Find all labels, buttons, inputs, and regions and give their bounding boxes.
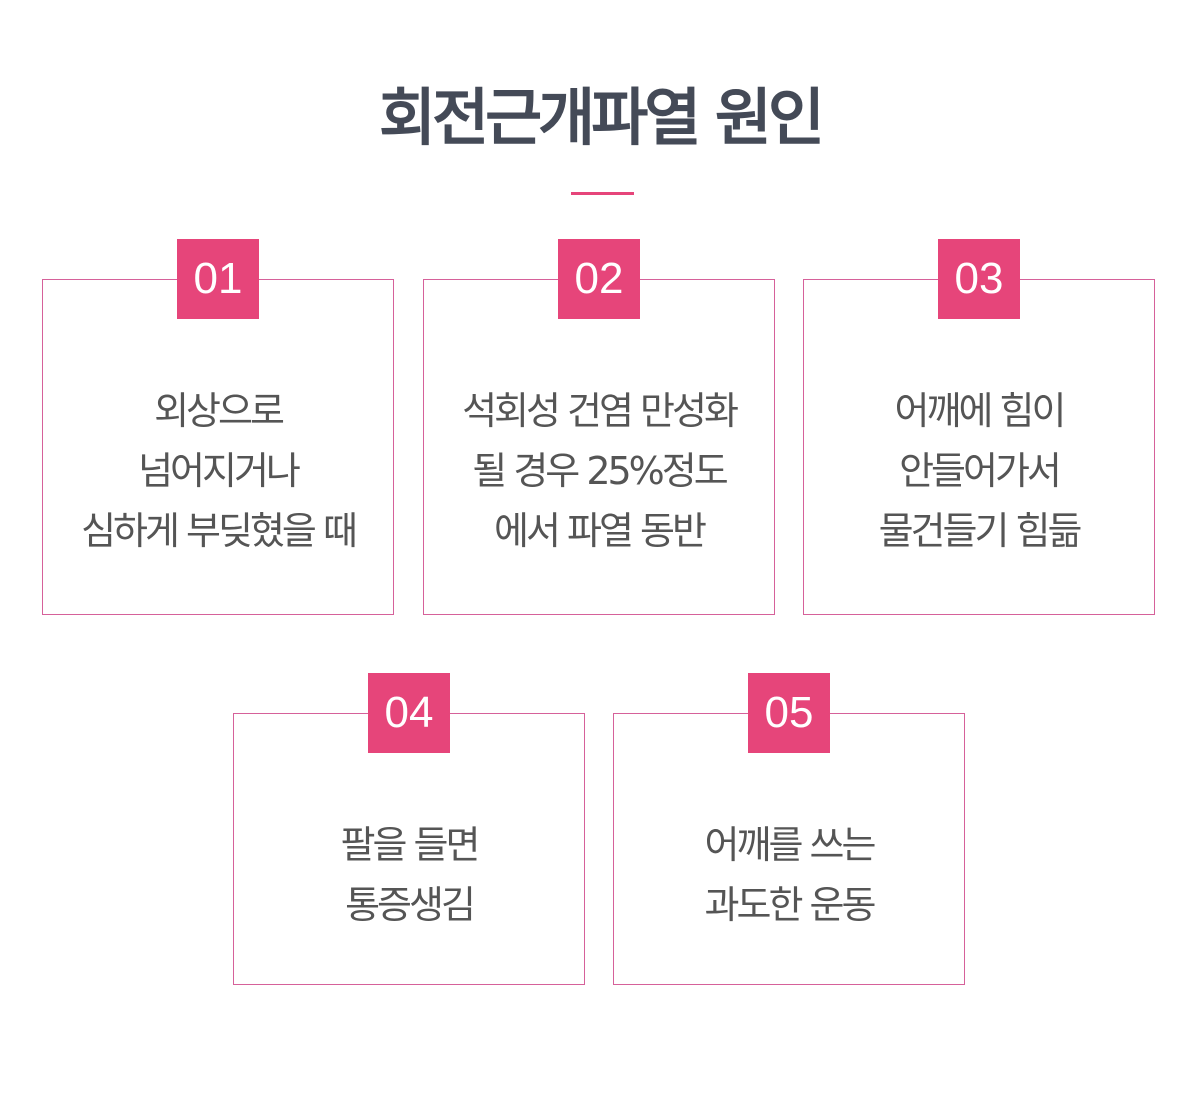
cause-text-line: 어깨를 쓰는 bbox=[704, 823, 877, 867]
cause-text-line: 외상으로 bbox=[154, 389, 285, 433]
cause-text-line: 에서 파열 동반 bbox=[494, 509, 707, 553]
cause-number-badge: 01 bbox=[177, 239, 259, 319]
title-divider bbox=[571, 192, 634, 195]
cause-text-line: 될 경우 25%정도 bbox=[472, 449, 728, 493]
cause-number-badge: 05 bbox=[748, 673, 830, 753]
cause-card-1: 01 외상으로 넘어지거나 심하게 부딪혔을 때 bbox=[42, 239, 394, 615]
page-title: 회전근개파열 원인 bbox=[379, 81, 825, 154]
cause-text-line: 어깨에 힘이 bbox=[894, 389, 1067, 433]
cause-card-5: 05 어깨를 쓰는 과도한 운동 bbox=[613, 673, 965, 985]
cause-description: 어깨에 힘이 안들어가서 물건들기 힘듦 bbox=[804, 381, 1154, 561]
cause-card-4: 04 팔을 들면 통증생김 bbox=[233, 673, 585, 985]
cause-text-line: 통증생김 bbox=[345, 883, 476, 927]
cause-description: 외상으로 넘어지거나 심하게 부딪혔을 때 bbox=[43, 381, 393, 561]
cause-text-line: 넘어지거나 bbox=[138, 449, 301, 493]
cause-number-badge: 02 bbox=[558, 239, 640, 319]
cause-text-line: 과도한 운동 bbox=[704, 883, 877, 927]
cause-description: 석회성 건염 만성화 될 경우 25%정도 에서 파열 동반 bbox=[424, 381, 774, 561]
cause-number-badge: 03 bbox=[938, 239, 1020, 319]
cause-card-3: 03 어깨에 힘이 안들어가서 물건들기 힘듦 bbox=[803, 239, 1155, 615]
cause-text-line: 팔을 들면 bbox=[340, 823, 481, 867]
cause-description: 어깨를 쓰는 과도한 운동 bbox=[614, 815, 964, 935]
cause-description: 팔을 들면 통증생김 bbox=[234, 815, 584, 935]
cause-text-line: 심하게 부딪혔을 때 bbox=[81, 509, 358, 553]
cause-number-badge: 04 bbox=[368, 673, 450, 753]
cause-card-2: 02 석회성 건염 만성화 될 경우 25%정도 에서 파열 동반 bbox=[423, 239, 775, 615]
cause-text-line: 물건들기 힘듦 bbox=[878, 509, 1083, 553]
cause-text-line: 석회성 건염 만성화 bbox=[462, 389, 739, 433]
cause-text-line: 안들어가서 bbox=[899, 449, 1062, 493]
